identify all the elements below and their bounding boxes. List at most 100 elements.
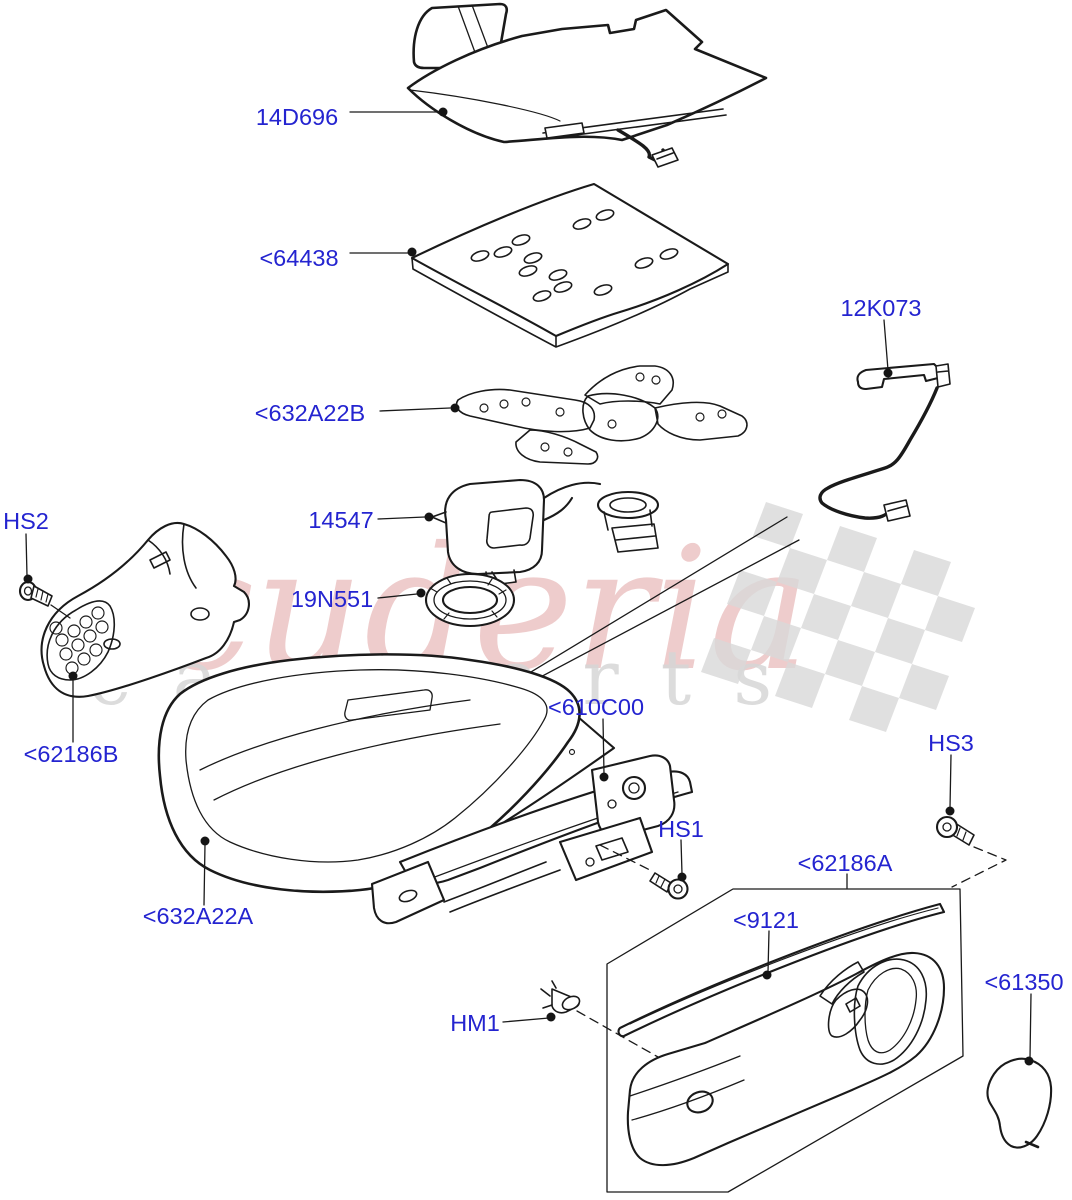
leader-HS1 (681, 840, 682, 874)
hs1-screw-recess (674, 885, 682, 893)
valance-loop-inner (865, 968, 916, 1052)
flag-cell (727, 570, 777, 616)
part-trim-strip-9121 (619, 904, 944, 1036)
ring-outer (426, 574, 514, 626)
part-label-14547[interactable]: 14547 (308, 507, 373, 533)
harness-end-connector (884, 500, 910, 521)
part-label-61350[interactable]: <61350 (984, 969, 1063, 995)
hm1-clip-cap (560, 994, 581, 1012)
cushion-strap-seam (345, 690, 432, 720)
hs2-screw-threads (36, 589, 48, 602)
part-valance-62186B (42, 523, 249, 697)
flag-cell (875, 618, 925, 664)
blower-window (487, 508, 533, 548)
flag-cell (777, 548, 827, 594)
mat-left-arm (457, 389, 595, 431)
flag-cell (701, 638, 751, 684)
valance-recliner-hook (829, 989, 868, 1037)
part-labels: 14D696 <64438 <632A22B 12K073 14547 19N5… (3, 104, 1063, 1036)
riser-hole-large (623, 777, 645, 799)
part-label-14D696[interactable]: 14D696 (256, 104, 338, 130)
part-wiring-12K073 (820, 364, 950, 521)
axis-line-1 (483, 517, 787, 701)
part-label-9121[interactable]: <9121 (733, 907, 799, 933)
cushion-inner-seam (186, 670, 547, 862)
riser-hole-inner (629, 783, 639, 793)
part-label-HM1[interactable]: HM1 (450, 1010, 500, 1036)
cushion-outline-632A22A (159, 654, 580, 891)
leader-HS3 (950, 755, 951, 808)
part-seat-cushion-group (159, 654, 692, 923)
hs3-screw-threads (957, 828, 966, 840)
fastener-HS2 (20, 582, 70, 618)
part-label-64438[interactable]: <64438 (259, 245, 338, 271)
duct-stem (604, 510, 652, 530)
valance-hole (684, 1088, 715, 1116)
part-label-632A22A[interactable]: <632A22A (143, 903, 254, 929)
part-label-632A22B[interactable]: <632A22B (255, 400, 365, 426)
foot-slot (398, 888, 418, 904)
part-label-HS3[interactable]: HS3 (928, 730, 974, 756)
harness-top-connector (936, 364, 950, 387)
valance-b-outline (42, 523, 249, 697)
ring-mid (434, 581, 506, 619)
frame-lower-bracket (560, 818, 652, 880)
valance-b-web-lines (148, 524, 196, 588)
ring-ticks (430, 578, 506, 619)
harness-wire (820, 388, 937, 518)
flag-cell (925, 596, 975, 642)
duct-collar-outer (598, 492, 658, 518)
leader-19N551 (378, 594, 417, 598)
dashed-leader-HS3 (952, 847, 1006, 887)
flag-cell (827, 526, 877, 572)
flag-cell (849, 686, 899, 732)
part-label-62186A[interactable]: <62186A (798, 850, 893, 876)
part-suspension-mat-632A22B (457, 366, 747, 464)
finisher-outline (987, 1059, 1051, 1148)
harness-bracket (857, 364, 940, 389)
valance-b-bushing-2 (191, 608, 209, 620)
hs3-screw-recess (943, 823, 951, 831)
part-label-19N551[interactable]: 19N551 (291, 586, 373, 612)
valance-loop-outer (854, 959, 926, 1064)
finisher-tab (1026, 1142, 1038, 1147)
leader-632A22A (204, 844, 205, 905)
part-label-62186B[interactable]: <62186B (24, 741, 119, 767)
part-label-12K073[interactable]: 12K073 (840, 295, 921, 321)
frame-foot (372, 862, 444, 923)
leader-lines (23, 107, 1034, 1066)
frame-struts (444, 862, 560, 912)
fastener-HS1 (650, 873, 688, 899)
flag-cell (801, 594, 851, 640)
leader-610C00 (603, 719, 604, 774)
part-valance-panel-62186A (628, 953, 944, 1165)
hs2-screw-recess (25, 587, 32, 595)
heater-mat-fold-line (410, 90, 560, 121)
leader-14547 (378, 517, 425, 519)
leader-HM1 (503, 1018, 549, 1022)
part-seat-frame-610C00 (372, 755, 692, 923)
strip-outline (619, 904, 944, 1036)
valance-top-bracket (820, 962, 864, 1004)
checkered-flag-watermark (701, 502, 975, 732)
part-label-HS2[interactable]: HS2 (3, 508, 49, 534)
group-box-62186A (607, 889, 963, 1192)
cushion-seam-lines (200, 700, 500, 800)
flag-cell (751, 616, 801, 662)
lower-bracket-slot (596, 838, 628, 860)
flag-cell (899, 664, 949, 710)
heater-tab (545, 123, 584, 138)
group-box-outline (607, 889, 963, 1192)
hs1-screw-threads (656, 876, 665, 887)
heater-mat-outline (408, 10, 766, 142)
part-label-610C00[interactable]: <610C00 (548, 694, 644, 720)
leader-9121 (768, 931, 769, 972)
mat-rivets (480, 373, 726, 456)
part-seal-ring-19N551 (426, 574, 514, 626)
mat-upper-arm (585, 366, 673, 404)
mat-lower-arm (516, 430, 598, 464)
part-label-HS1[interactable]: HS1 (658, 816, 704, 842)
leader-632A22B (380, 408, 450, 411)
honeycomb-cells (50, 607, 108, 674)
